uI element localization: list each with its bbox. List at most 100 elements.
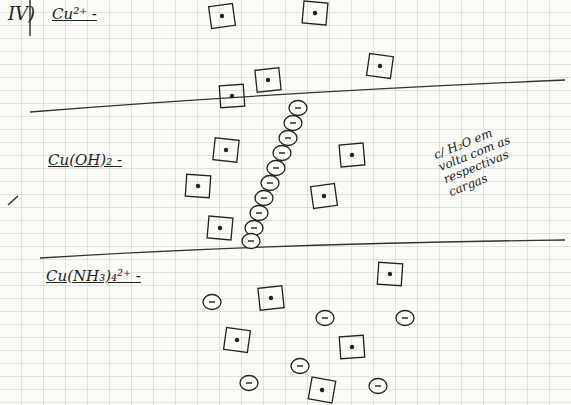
ligand-circle bbox=[291, 359, 309, 374]
ion-square bbox=[258, 286, 284, 310]
ligand-circle bbox=[284, 116, 302, 131]
ligand-outline bbox=[242, 234, 260, 249]
ligand-outline bbox=[273, 146, 291, 161]
charge-mark bbox=[251, 227, 257, 228]
ion-outline bbox=[302, 1, 328, 25]
ligand-circle bbox=[273, 146, 291, 161]
ligand-circle bbox=[240, 376, 258, 391]
ion-dot bbox=[319, 387, 324, 392]
ligand-circle bbox=[255, 191, 273, 206]
charge-mark bbox=[375, 385, 381, 386]
ion-outline bbox=[339, 143, 365, 167]
ligand-circle bbox=[261, 176, 279, 191]
species-label: Cu(NH₃)₄²⁺ - bbox=[46, 268, 141, 285]
ligand-outline bbox=[203, 295, 221, 310]
ion-dot bbox=[230, 94, 235, 99]
ligand-circle bbox=[203, 295, 221, 310]
species-label: Cu(OH)₂ - bbox=[48, 152, 122, 169]
particle-group bbox=[185, 1, 414, 403]
ion-outline bbox=[219, 84, 244, 108]
section-number: IV) bbox=[8, 4, 35, 24]
ion-dot bbox=[220, 14, 225, 19]
ion-square bbox=[219, 84, 244, 108]
ion-dot bbox=[322, 194, 327, 199]
charge-mark bbox=[322, 317, 328, 318]
ion-dot bbox=[196, 184, 201, 189]
ion-square bbox=[207, 216, 233, 240]
ion-outline bbox=[258, 286, 284, 310]
ligand-circle bbox=[316, 311, 334, 326]
ion-outline bbox=[213, 138, 239, 162]
charge-mark bbox=[248, 240, 254, 241]
charge-mark bbox=[273, 167, 279, 168]
ion-dot bbox=[350, 153, 355, 158]
charge-mark bbox=[261, 197, 267, 198]
ion-dot bbox=[218, 226, 223, 231]
ligand-circle bbox=[242, 234, 260, 249]
ion-square bbox=[224, 327, 251, 352]
charge-mark bbox=[285, 137, 291, 138]
charge-mark bbox=[256, 212, 262, 213]
ion-dot bbox=[269, 296, 274, 301]
ion-outline bbox=[311, 183, 338, 208]
ion-outline bbox=[339, 335, 364, 359]
ligand-outline bbox=[240, 376, 258, 391]
ion-dot bbox=[350, 345, 355, 350]
ion-square bbox=[339, 335, 364, 359]
pen-mark bbox=[8, 196, 18, 205]
ligand-circle bbox=[289, 101, 307, 116]
ion-square bbox=[367, 53, 394, 78]
ligand-outline bbox=[289, 101, 307, 116]
charge-mark bbox=[209, 301, 215, 302]
ion-square bbox=[302, 1, 328, 25]
charge-mark bbox=[246, 382, 252, 383]
ligand-outline bbox=[291, 359, 309, 374]
ligand-outline bbox=[396, 311, 414, 326]
ion-square bbox=[311, 183, 338, 208]
charge-mark bbox=[295, 107, 301, 108]
charge-mark bbox=[290, 122, 296, 123]
charge-mark bbox=[297, 365, 303, 366]
ion-square bbox=[255, 68, 281, 92]
ion-dot bbox=[378, 64, 383, 69]
ligand-circle bbox=[396, 311, 414, 326]
ion-outline bbox=[224, 327, 251, 352]
species-label: Cu²⁺ - bbox=[52, 6, 97, 23]
ligand-outline bbox=[279, 131, 297, 146]
ligand-circle bbox=[279, 131, 297, 146]
ligand-outline bbox=[261, 176, 279, 191]
ion-square bbox=[209, 3, 236, 28]
ligand-circle bbox=[250, 206, 268, 221]
ion-dot bbox=[224, 148, 229, 153]
ligand-outline bbox=[316, 311, 334, 326]
ligand-outline bbox=[267, 161, 285, 176]
ion-outline bbox=[308, 377, 335, 403]
section-divider bbox=[40, 240, 565, 258]
ion-outline bbox=[377, 262, 402, 286]
charge-mark bbox=[267, 182, 273, 183]
charge-mark bbox=[279, 152, 285, 153]
ion-square bbox=[339, 143, 365, 167]
ligand-outline bbox=[369, 379, 387, 394]
ion-dot bbox=[313, 11, 318, 16]
charge-mark bbox=[402, 317, 408, 318]
ion-square bbox=[377, 262, 402, 286]
ion-dot bbox=[388, 272, 393, 277]
ion-outline bbox=[185, 174, 210, 198]
ion-dot bbox=[235, 338, 240, 343]
ion-dot bbox=[266, 78, 271, 83]
ion-outline bbox=[209, 3, 236, 28]
ion-outline bbox=[207, 216, 233, 240]
ion-square bbox=[308, 377, 335, 403]
ligand-circle bbox=[267, 161, 285, 176]
ion-square bbox=[213, 138, 239, 162]
ion-outline bbox=[255, 68, 281, 92]
ion-square bbox=[185, 174, 210, 198]
ligand-outline bbox=[255, 191, 273, 206]
ligand-outline bbox=[284, 116, 302, 131]
ligand-circle bbox=[369, 379, 387, 394]
ion-outline bbox=[367, 53, 394, 78]
ligand-outline bbox=[250, 206, 268, 221]
